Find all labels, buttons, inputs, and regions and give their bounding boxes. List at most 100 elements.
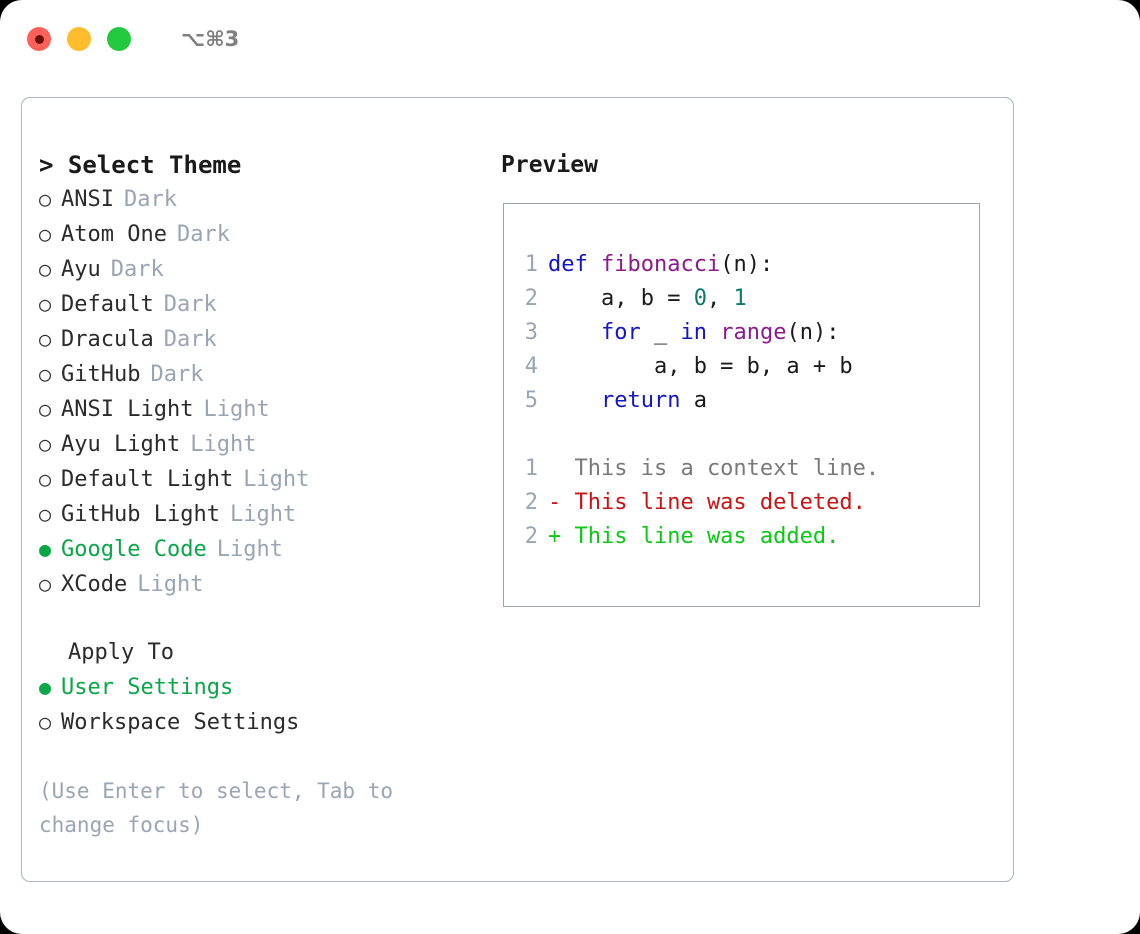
theme-option-github[interactable]: ○ GitHub Dark bbox=[39, 357, 484, 392]
line-number: 1 bbox=[524, 252, 538, 277]
theme-option-label: GitHub Light bbox=[61, 502, 220, 527]
radio-unselected-icon: ○ bbox=[39, 292, 52, 316]
radio-selected-icon: ● bbox=[39, 537, 52, 561]
theme-option-variant: Light bbox=[229, 502, 297, 527]
code-line: 4 a, b = b, a + b bbox=[504, 350, 979, 384]
code-token: fibonacci bbox=[600, 252, 721, 277]
code-token: (n): bbox=[786, 320, 840, 345]
code-line-text: a, b = 0, 1 bbox=[548, 282, 747, 316]
theme-option-label: Ayu Light bbox=[61, 432, 181, 457]
apply-to-option-list: ● User Settings ○ Workspace Settings bbox=[39, 670, 484, 740]
preview-title: Preview bbox=[501, 152, 598, 178]
theme-option-variant: Dark bbox=[123, 187, 177, 212]
line-number: 5 bbox=[524, 388, 538, 413]
theme-option-variant: Dark bbox=[150, 362, 204, 387]
radio-unselected-icon: ○ bbox=[39, 257, 52, 281]
theme-option-variant: Dark bbox=[163, 327, 217, 352]
apply-to-option-user-settings[interactable]: ● User Settings bbox=[39, 670, 484, 705]
diff-sample: 1 This is a context line. 2 - This line wa… bbox=[504, 452, 979, 554]
theme-option-variant: Light bbox=[203, 397, 270, 422]
diff-line-text: This is a context line. bbox=[548, 456, 880, 481]
apply-to-option-label: Workspace Settings bbox=[61, 710, 300, 735]
radio-unselected-icon: ○ bbox=[39, 327, 52, 351]
keyboard-hint-text: (Use Enter to select, Tab to change focu… bbox=[39, 779, 406, 837]
code-token: , bbox=[706, 286, 734, 311]
code-token: a bbox=[680, 388, 707, 413]
code-token: a, b = bbox=[548, 286, 694, 311]
code-token: 0 bbox=[693, 286, 707, 311]
code-line: 1 def fibonacci(n): bbox=[504, 248, 979, 282]
code-line-text: for _ in range(n): bbox=[548, 316, 839, 350]
close-button-icon[interactable] bbox=[27, 27, 51, 51]
code-token: (n): bbox=[720, 252, 774, 277]
theme-option-label: GitHub bbox=[61, 362, 141, 387]
radio-unselected-icon: ○ bbox=[39, 467, 52, 491]
traffic-lights bbox=[27, 27, 131, 51]
code-line: 2 a, b = 0, 1 bbox=[504, 282, 979, 316]
minimize-button-icon[interactable] bbox=[67, 27, 91, 51]
theme-option-ayu-light[interactable]: ○ Ayu Light Light bbox=[39, 427, 484, 462]
diff-line: 2 - This line was deleted. bbox=[504, 486, 979, 520]
code-token: 1 bbox=[733, 286, 747, 311]
code-line: 5 return a bbox=[504, 384, 979, 418]
theme-option-dracula[interactable]: ○ Dracula Dark bbox=[39, 322, 484, 357]
radio-selected-icon: ● bbox=[39, 675, 52, 699]
theme-option-label: Google Code bbox=[61, 537, 207, 562]
spacer bbox=[39, 740, 484, 774]
theme-option-label: Dracula bbox=[61, 327, 154, 352]
theme-option-variant: Light bbox=[190, 432, 257, 457]
line-number: 2 bbox=[524, 286, 538, 311]
line-number: 4 bbox=[524, 354, 538, 379]
diff-line-text: - This line was deleted. bbox=[548, 490, 866, 515]
code-token: a, b = b, a + b bbox=[548, 354, 853, 379]
theme-option-label: Ayu bbox=[61, 257, 101, 282]
line-number: 2 bbox=[524, 524, 538, 549]
diff-line: 2+ This line was added. bbox=[504, 520, 979, 554]
radio-unselected-icon: ○ bbox=[39, 362, 52, 386]
code-token: for bbox=[600, 320, 641, 345]
zoom-button-icon[interactable] bbox=[107, 27, 131, 51]
code-token bbox=[548, 320, 601, 345]
code-token: def bbox=[548, 252, 601, 277]
radio-unselected-icon: ○ bbox=[39, 187, 52, 211]
title-bar: ⌥⌘3 bbox=[0, 0, 1140, 78]
theme-option-label: XCode bbox=[61, 572, 128, 597]
code-token bbox=[548, 388, 601, 413]
radio-unselected-icon: ○ bbox=[39, 572, 52, 596]
apply-to-option-workspace-settings[interactable]: ○ Workspace Settings bbox=[39, 705, 484, 740]
radio-unselected-icon: ○ bbox=[39, 502, 52, 526]
code-line-text: def fibonacci(n): bbox=[548, 248, 773, 282]
keyboard-shortcut-label: ⌥⌘3 bbox=[181, 27, 240, 51]
line-number: 1 bbox=[524, 456, 538, 481]
theme-option-label: Default Light bbox=[61, 467, 234, 492]
apply-to-option-label: User Settings bbox=[61, 675, 234, 700]
select-theme-header: > Select Theme bbox=[39, 151, 242, 179]
line-number: 3 bbox=[524, 320, 538, 345]
spacer bbox=[504, 418, 979, 452]
radio-unselected-icon: ○ bbox=[39, 222, 52, 246]
line-number: 2 bbox=[524, 490, 538, 515]
radio-unselected-icon: ○ bbox=[39, 710, 52, 734]
theme-option-label: Atom One bbox=[61, 222, 167, 247]
radio-unselected-icon: ○ bbox=[39, 432, 52, 456]
code-line-text: a, b = b, a + b bbox=[548, 350, 853, 384]
spacer bbox=[39, 602, 484, 636]
apply-to-title: Apply To bbox=[68, 640, 174, 665]
theme-option-github-light[interactable]: ○ GitHub Light Light bbox=[39, 497, 484, 532]
code-token: return bbox=[600, 388, 681, 413]
code-token: in bbox=[680, 320, 707, 345]
